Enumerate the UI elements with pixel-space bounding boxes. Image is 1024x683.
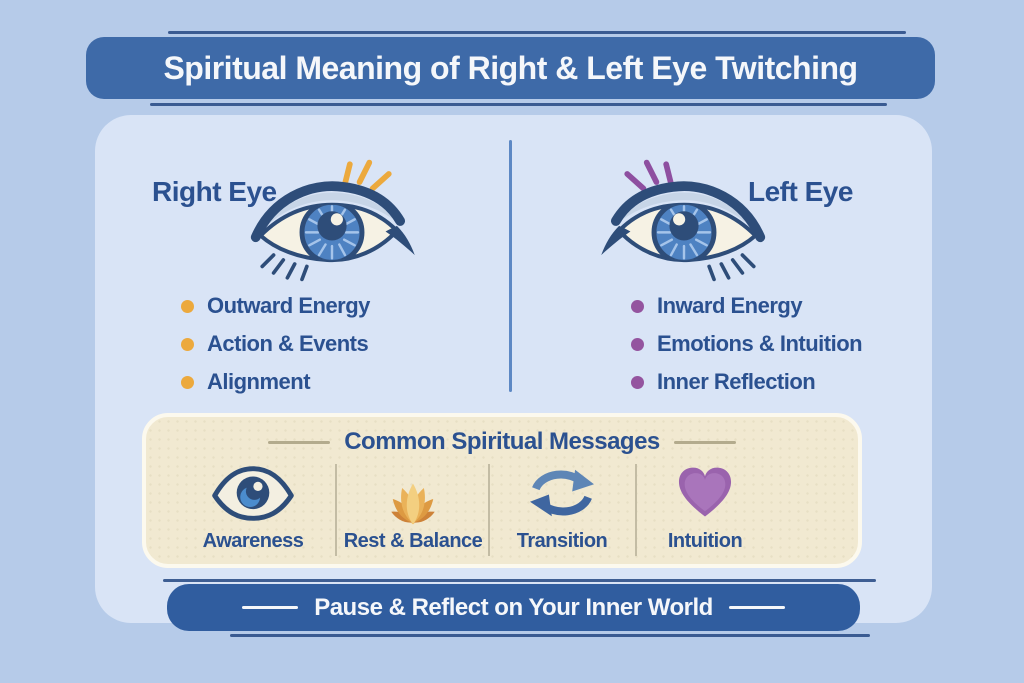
eye-icon (212, 465, 294, 521)
messages-grid: Awareness (146, 458, 858, 562)
divider-line (268, 440, 331, 444)
list-item: Outward Energy (181, 287, 370, 325)
right-eye-bullet-list: Outward Energy Action & Events Alignment (181, 287, 370, 401)
divider-line (728, 606, 785, 609)
column-divider-line (509, 140, 512, 392)
list-item: Alignment (181, 363, 370, 401)
lotus-icon (389, 483, 437, 526)
divider-line (230, 634, 870, 637)
list-item: Inner Reflection (631, 363, 862, 401)
twitch-lines-icon (342, 159, 392, 192)
title-banner: Spiritual Meaning of Right & Left Eye Tw… (86, 37, 935, 99)
right-eye-heading: Right Eye (152, 176, 277, 207)
divider-line (242, 606, 299, 609)
divider-line (335, 464, 337, 556)
heart-icon (678, 467, 732, 517)
list-item: Inward Energy (631, 287, 862, 325)
bullet-dot (631, 337, 644, 351)
content-panel: Right Eye Outward Energy Action & Events… (95, 115, 932, 623)
message-item-awareness: Awareness (183, 458, 323, 553)
messages-panel: Common Spiritual Messages Awarenes (142, 413, 862, 568)
footer-banner: Pause & Reflect on Your Inner World (167, 584, 860, 631)
message-label: Awareness (202, 530, 304, 552)
divider-line (673, 440, 736, 444)
bullet-dot (181, 337, 194, 351)
message-label: Rest & Balance (343, 530, 483, 552)
messages-title: Common Spiritual Messages (344, 428, 660, 455)
left-eye-bullet-list: Inward Energy Emotions & Intuition Inner… (631, 287, 863, 401)
bullet-dot (181, 375, 194, 389)
divider-line (168, 31, 906, 34)
right-eye-icon (246, 159, 418, 291)
message-label: Transition (516, 530, 608, 552)
twitch-lines-icon (624, 159, 674, 192)
divider-line (488, 464, 490, 556)
divider-line (163, 579, 876, 582)
messages-header: Common Spiritual Messages (146, 428, 858, 456)
divider-line (635, 464, 637, 556)
footer-text: Pause & Reflect on Your Inner World (314, 593, 713, 621)
page-title: Spiritual Meaning of Right & Left Eye Tw… (163, 49, 858, 86)
bullet-dot (631, 299, 644, 313)
message-item-intuition: Intuition (640, 458, 770, 553)
list-item: Emotions & Intuition (631, 325, 863, 363)
bullet-dot (181, 299, 194, 313)
message-label: Intuition (667, 530, 743, 552)
list-item: Action & Events (181, 325, 370, 363)
cycle-arrows-icon (530, 469, 594, 517)
divider-line (150, 103, 887, 106)
message-item-rest-balance: Rest & Balance (343, 458, 483, 553)
message-item-transition: Transition (497, 458, 627, 553)
bullet-dot (631, 375, 644, 389)
left-eye-icon (598, 159, 770, 291)
left-eye-heading: Left Eye (748, 176, 853, 207)
